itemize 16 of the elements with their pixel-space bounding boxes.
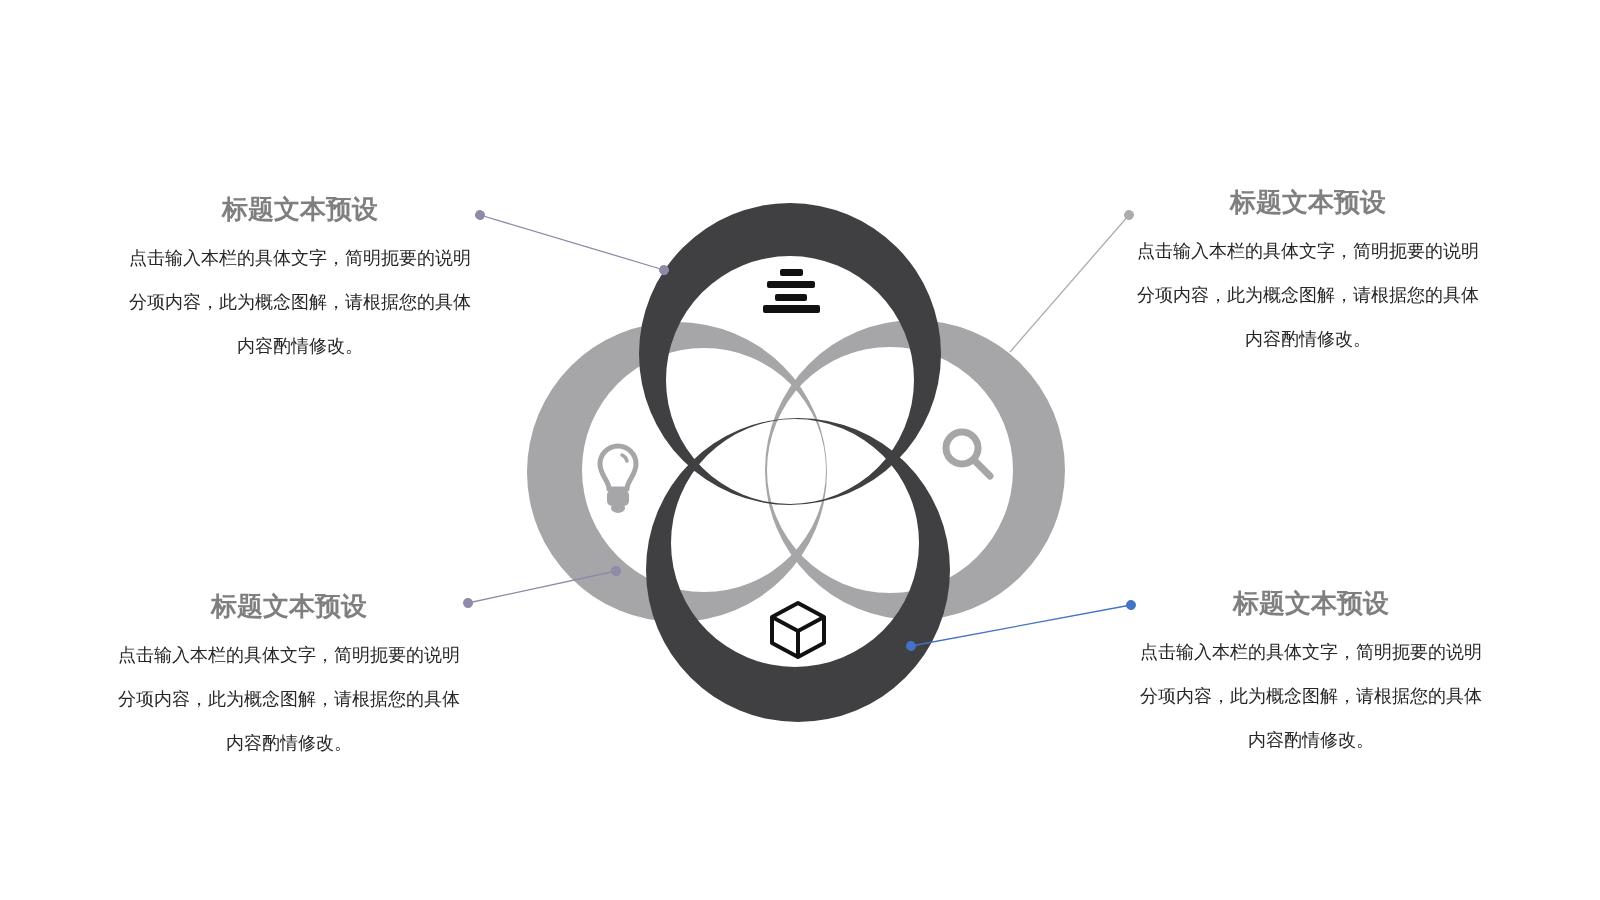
body-text: 点击输入本栏的具体文字，简明扼要的说明分项内容，此为概念图解，请根据您的具体内容酌情修改。: [1139, 640, 1483, 752]
ring: [646, 418, 950, 722]
ring: [639, 203, 941, 505]
body-text: 点击输入本栏的具体文字，简明扼要的说明分项内容，此为概念图解，请根据您的具体内容酌情修改。: [1136, 239, 1480, 351]
heading: 标题文本预设: [211, 590, 367, 623]
ring: [527, 322, 827, 622]
leader-line: [463, 566, 621, 608]
heading: 标题文本预设: [1230, 186, 1386, 219]
leader-line: [475, 210, 669, 275]
body-text: 点击输入本栏的具体文字，简明扼要的说明分项内容，此为概念图解，请根据您的具体内容酌情修改。: [117, 643, 461, 755]
heading: 标题文本预设: [1233, 587, 1389, 620]
heading: 标题文本预设: [222, 193, 378, 226]
leader-line: [906, 600, 1136, 651]
ring: [765, 320, 1065, 620]
leader-line: [1009, 210, 1134, 353]
body-text: 点击输入本栏的具体文字，简明扼要的说明分项内容，此为概念图解，请根据您的具体内容酌情修改。: [128, 246, 472, 358]
